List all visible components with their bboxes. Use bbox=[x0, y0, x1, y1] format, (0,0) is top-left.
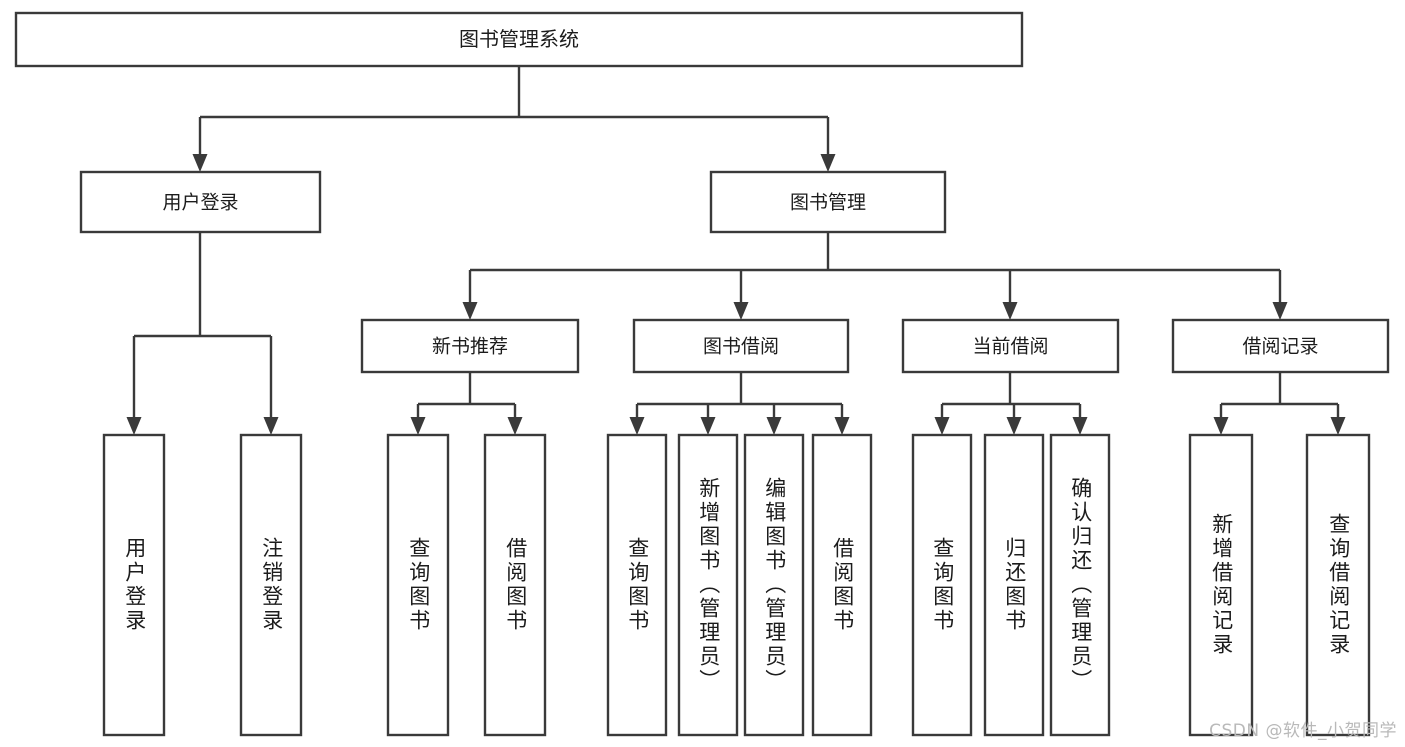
arrow-head-icon bbox=[1002, 302, 1018, 320]
level3-node-2-label: 当前借阅 bbox=[972, 336, 1048, 358]
leaf-node-1-box[interactable] bbox=[239, 433, 303, 737]
leaf-node-8-box[interactable] bbox=[911, 433, 973, 737]
leaf-node-12-box[interactable] bbox=[1305, 433, 1371, 737]
level3-node-3-box[interactable] bbox=[1171, 318, 1390, 374]
arrow-head-icon bbox=[410, 417, 426, 435]
leaf-node-0-box[interactable] bbox=[102, 433, 166, 737]
arrow-head-icon bbox=[263, 417, 279, 435]
arrow-head-icon bbox=[733, 302, 749, 320]
root-node-label: 图书管理系统 bbox=[459, 27, 579, 51]
leaf-node-9-box[interactable] bbox=[983, 433, 1045, 737]
arrow-head-icon bbox=[820, 154, 836, 172]
connector-root-to-level2 bbox=[198, 66, 830, 155]
connector-book-mgmt-to-level3 bbox=[468, 232, 1282, 303]
leaf-node-4-box[interactable] bbox=[606, 433, 668, 737]
root-node-box[interactable] bbox=[14, 11, 1024, 68]
connector-record-to-leaves bbox=[1219, 372, 1340, 418]
leaf-node-10-box[interactable] bbox=[1049, 433, 1111, 737]
leaf-node-5-box[interactable] bbox=[677, 433, 739, 737]
leaf-node-3-box[interactable] bbox=[483, 433, 547, 737]
connector-borrow-to-leaves bbox=[635, 372, 844, 418]
arrow-head-icon bbox=[1006, 417, 1022, 435]
connector-newbook-to-leaves bbox=[416, 372, 517, 418]
level3-node-2-box[interactable] bbox=[901, 318, 1120, 374]
leaf-node-7-box[interactable] bbox=[811, 433, 873, 737]
arrow-head-icon bbox=[934, 417, 950, 435]
arrow-head-icon bbox=[1330, 417, 1346, 435]
leaf-node-2-box[interactable] bbox=[386, 433, 450, 737]
leaf-node-11-box[interactable] bbox=[1188, 433, 1254, 737]
level3-node-0-label: 新书推荐 bbox=[432, 336, 508, 358]
level2-node-1-box[interactable] bbox=[709, 170, 947, 234]
arrow-head-icon bbox=[126, 417, 142, 435]
watermark-text: CSDN @软件_小贺同学 bbox=[1209, 721, 1397, 741]
connector-current-to-leaves bbox=[940, 372, 1082, 418]
connectors-layer bbox=[126, 66, 1346, 435]
arrow-head-icon bbox=[834, 417, 850, 435]
level3-node-1-label: 图书借阅 bbox=[703, 336, 779, 358]
arrow-head-icon bbox=[1272, 302, 1288, 320]
arrow-head-icon bbox=[1072, 417, 1088, 435]
level3-node-1-box[interactable] bbox=[632, 318, 850, 374]
level3-node-3-label: 借阅记录 bbox=[1242, 336, 1318, 358]
arrow-head-icon bbox=[766, 417, 782, 435]
leaf-node-6-box[interactable] bbox=[743, 433, 805, 737]
level2-node-1-label: 图书管理 bbox=[790, 192, 866, 214]
level2-node-0-box[interactable] bbox=[79, 170, 322, 234]
arrow-head-icon bbox=[462, 302, 478, 320]
boxes-layer bbox=[14, 11, 1390, 737]
arrow-head-icon bbox=[507, 417, 523, 435]
arrow-head-icon bbox=[629, 417, 645, 435]
level2-node-0-label: 用户登录 bbox=[162, 192, 238, 214]
level3-node-0-box[interactable] bbox=[360, 318, 580, 374]
arrow-head-icon bbox=[192, 154, 208, 172]
connector-login-to-leaves bbox=[132, 232, 273, 418]
arrow-head-icon bbox=[700, 417, 716, 435]
arrow-head-icon bbox=[1213, 417, 1229, 435]
